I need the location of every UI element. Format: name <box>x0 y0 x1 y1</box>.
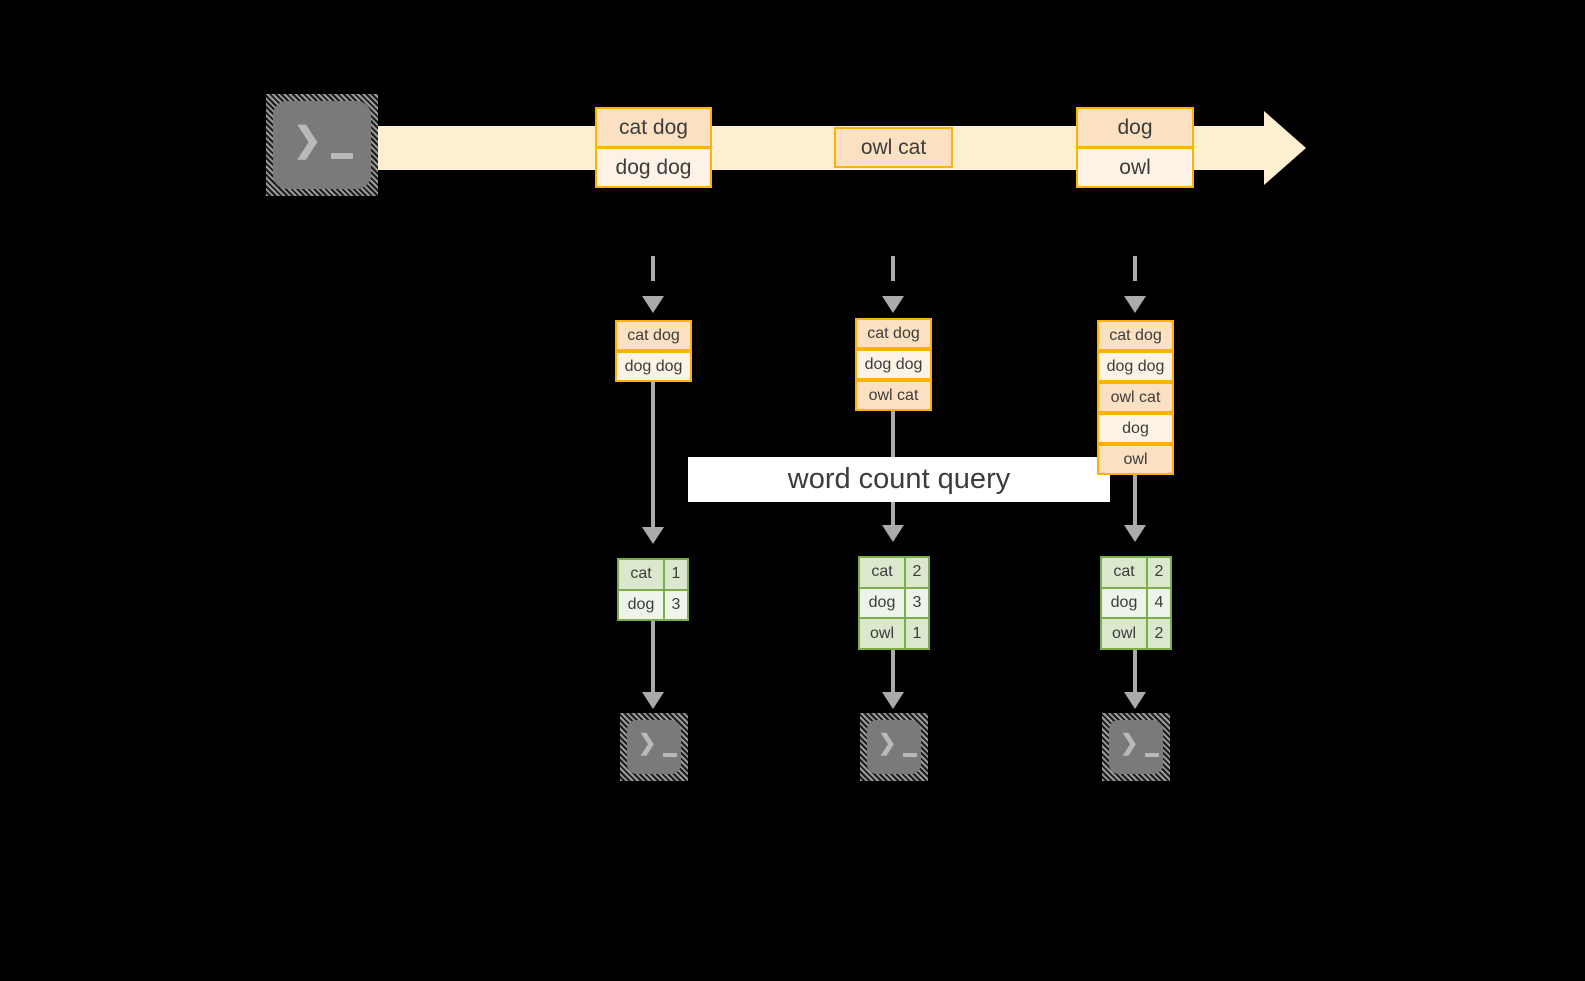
snapshot-input-record[interactable]: cat dog <box>615 320 692 351</box>
terminal-cursor-icon <box>1145 753 1159 757</box>
snapshot-input-record[interactable]: dog dog <box>855 349 932 380</box>
word-count-table[interactable]: cat 2 dog 3 owl 1 <box>858 556 930 650</box>
terminal-prompt-chevron-icon: ❯ <box>1120 730 1139 755</box>
stream-record[interactable]: cat dog <box>595 107 712 148</box>
word-count-table[interactable]: cat 1 dog 3 <box>617 558 689 621</box>
terminal-cursor-icon <box>331 153 353 159</box>
terminal-cursor-icon <box>903 753 917 757</box>
count-cell: 4 <box>1148 588 1170 618</box>
count-cell: 3 <box>906 588 928 618</box>
result-to-sink-arrowhead <box>642 692 664 709</box>
table-row[interactable]: cat 1 <box>619 560 687 589</box>
terminal-prompt-chevron-icon: ❯ <box>638 730 657 755</box>
snapshot-input-record[interactable]: owl cat <box>855 380 932 411</box>
count-cell: 1 <box>906 619 928 649</box>
snapshot-to-result-arrowhead <box>882 525 904 542</box>
snapshot-to-result-arrowhead <box>642 527 664 544</box>
snapshot-to-result-arrowhead <box>1124 525 1146 542</box>
result-to-sink-connector <box>1133 650 1137 693</box>
table-row[interactable]: owl 2 <box>1102 619 1170 649</box>
table-row[interactable]: cat 2 <box>860 558 928 587</box>
snapshot-input-record[interactable]: dog <box>1097 413 1174 444</box>
word-cell: owl <box>1102 619 1146 649</box>
source-terminal[interactable]: ❯ <box>266 94 378 196</box>
snapshot-input-record[interactable]: dog dog <box>1097 351 1174 382</box>
table-row[interactable]: dog 3 <box>860 588 928 618</box>
terminal-cursor-icon <box>663 753 677 757</box>
query-label-banner: word count query <box>688 457 1110 502</box>
stream-arrowhead <box>1264 111 1306 185</box>
result-to-sink-connector <box>651 621 655 693</box>
stream-to-snapshot-connector <box>891 256 895 298</box>
word-cell: dog <box>860 588 904 618</box>
stream-record[interactable]: dog <box>1076 107 1194 148</box>
sink-terminal[interactable]: ❯ <box>860 713 928 781</box>
terminal-screen: ❯ <box>627 720 681 774</box>
snapshot-input-record[interactable]: cat dog <box>855 318 932 349</box>
sink-terminal[interactable]: ❯ <box>1102 713 1170 781</box>
snapshot-input-record[interactable]: owl <box>1097 444 1174 475</box>
stream-record[interactable]: owl cat <box>834 127 953 168</box>
terminal-prompt-chevron-icon: ❯ <box>878 730 897 755</box>
result-to-sink-connector <box>891 650 895 693</box>
query-label: word count query <box>787 463 1011 495</box>
word-cell: dog <box>1102 588 1146 618</box>
word-cell: cat <box>860 558 904 587</box>
stream-record[interactable]: owl <box>1076 147 1194 188</box>
stream-to-snapshot-arrowhead <box>642 296 664 313</box>
snapshot-to-result-connector <box>651 382 655 528</box>
stream-record[interactable]: dog dog <box>595 147 712 188</box>
table-row[interactable]: owl 1 <box>860 619 928 649</box>
count-cell: 2 <box>1148 619 1170 649</box>
count-cell: 1 <box>665 560 687 589</box>
result-to-sink-arrowhead <box>882 692 904 709</box>
count-cell: 3 <box>665 590 687 619</box>
word-cell: cat <box>619 560 663 589</box>
snapshot-input-record[interactable]: owl cat <box>1097 382 1174 413</box>
snapshot-input-record[interactable]: cat dog <box>1097 320 1174 351</box>
stream-to-snapshot-arrowhead <box>882 296 904 313</box>
count-cell: 2 <box>1148 558 1170 587</box>
count-cell: 2 <box>906 558 928 587</box>
snapshot-input-record[interactable]: dog dog <box>615 351 692 382</box>
stream-to-snapshot-connector <box>1133 256 1137 298</box>
word-cell: dog <box>619 590 663 619</box>
word-count-table[interactable]: cat 2 dog 4 owl 2 <box>1100 556 1172 650</box>
stream-to-snapshot-arrowhead <box>1124 296 1146 313</box>
stream-to-snapshot-connector <box>651 256 655 298</box>
sink-terminal[interactable]: ❯ <box>620 713 688 781</box>
terminal-screen: ❯ <box>273 101 371 189</box>
terminal-screen: ❯ <box>867 720 921 774</box>
table-row[interactable]: dog 4 <box>1102 588 1170 618</box>
table-row[interactable]: dog 3 <box>619 590 687 619</box>
word-cell: owl <box>860 619 904 649</box>
terminal-prompt-chevron-icon: ❯ <box>293 121 322 159</box>
table-row[interactable]: cat 2 <box>1102 558 1170 587</box>
result-to-sink-arrowhead <box>1124 692 1146 709</box>
snapshot-to-result-connector <box>1133 475 1137 526</box>
word-cell: cat <box>1102 558 1146 587</box>
terminal-screen: ❯ <box>1109 720 1163 774</box>
